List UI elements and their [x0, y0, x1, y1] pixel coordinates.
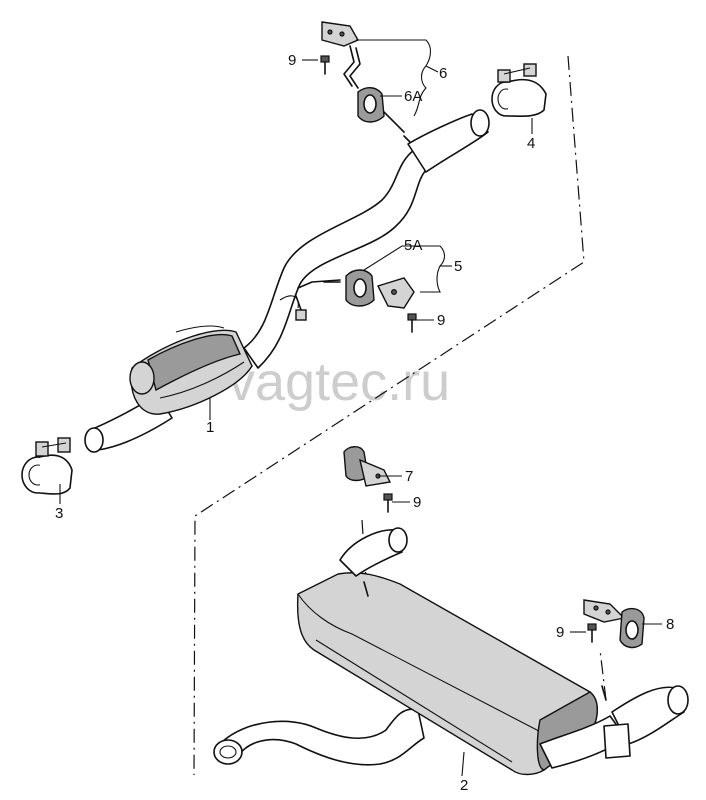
callout-6: 6 — [439, 65, 447, 82]
callout-9-right: 9 — [556, 624, 564, 641]
callout-6a: 6A — [404, 88, 422, 105]
callout-labels: 1 2 3 4 5 5A 6 6A 7 8 9 9 9 9 — [55, 52, 674, 794]
hanger-rear-left — [343, 446, 392, 487]
callout-2: 2 — [460, 777, 468, 794]
front-pipe-with-catalytic-converter — [84, 109, 490, 453]
hanger-rear-right — [583, 599, 645, 649]
callout-8: 8 — [666, 616, 674, 633]
bolt-right-icon — [587, 623, 597, 643]
bolt-top-icon — [320, 55, 330, 75]
clamp-rear — [491, 63, 547, 118]
callout-9-lower: 9 — [413, 494, 421, 511]
watermark: vagtec.ru — [228, 352, 450, 412]
hanger-bracket-middle — [323, 269, 415, 309]
callout-7: 7 — [405, 468, 413, 485]
callout-4: 4 — [527, 135, 535, 152]
rear-silencer — [213, 527, 689, 776]
callout-3: 3 — [55, 505, 63, 522]
callout-5: 5 — [454, 258, 462, 275]
callout-9-top: 9 — [288, 52, 296, 69]
callout-9-middle: 9 — [437, 312, 445, 329]
bolt-lower-icon — [383, 493, 393, 513]
callout-1: 1 — [206, 419, 214, 436]
callout-5a: 5A — [404, 237, 422, 254]
bolt-middle-icon — [407, 313, 417, 333]
hanger-bracket-top — [321, 21, 405, 133]
clamp-front — [21, 437, 73, 495]
leader-lines — [59, 39, 662, 777]
